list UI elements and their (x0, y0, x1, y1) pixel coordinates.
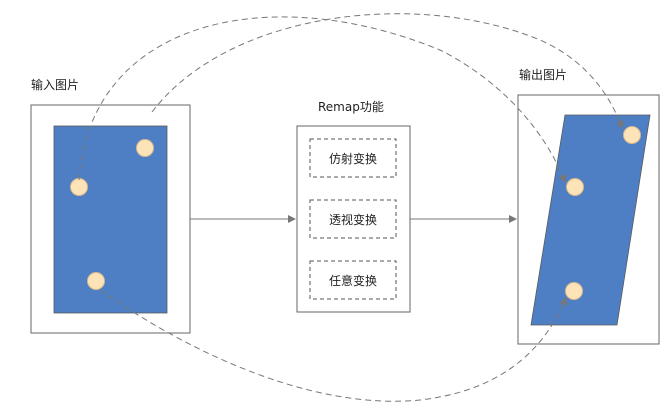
output-image (530, 114, 651, 326)
output-point-bottom (565, 282, 583, 300)
input-title: 输入图片 (31, 77, 79, 92)
output-title: 输出图片 (519, 67, 567, 82)
option-perspective-box (309, 199, 397, 239)
option-arbitrary-box (309, 260, 397, 300)
input-point-bottom (87, 272, 105, 290)
mapping-curve-topright-to-topright (151, 13, 624, 129)
mapping-curve-bottom-to-bottom (99, 289, 567, 402)
output-point-top-right (623, 126, 641, 144)
input-point-top-right (136, 139, 154, 157)
input-point-left (70, 178, 88, 196)
remap-title: Remap功能 (318, 100, 384, 114)
option-affine-box (309, 138, 397, 178)
option-affine-label: 仿射变换 (329, 151, 377, 166)
input-image (53, 125, 168, 314)
option-arbitrary-label: 任意变换 (329, 273, 377, 288)
mapping-curve-left-to-middle (78, 16, 567, 183)
option-perspective-label: 透视变换 (329, 212, 377, 227)
output-point-middle (566, 178, 584, 196)
